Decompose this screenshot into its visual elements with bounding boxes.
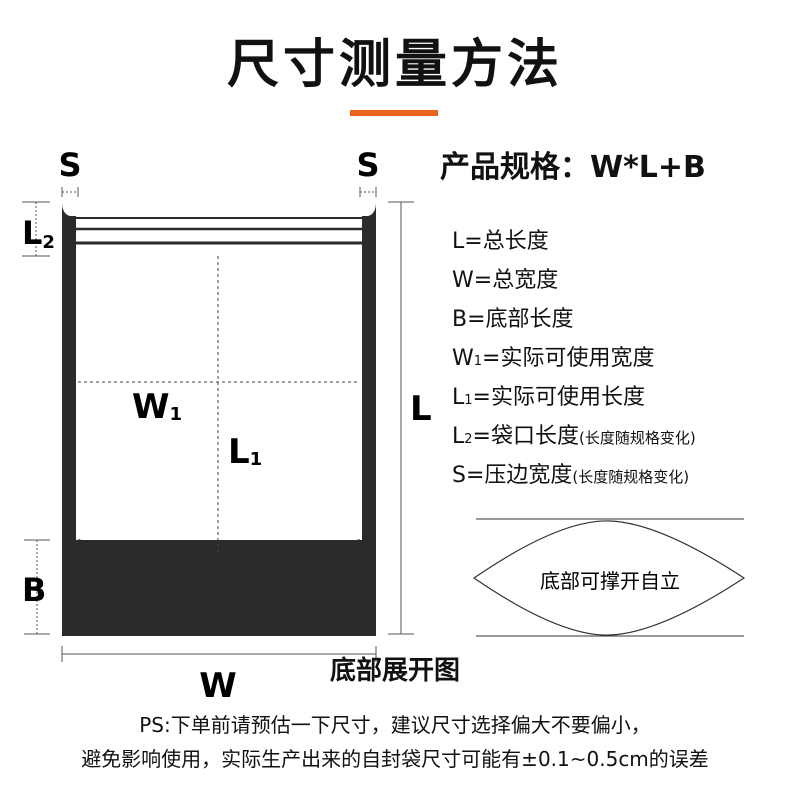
legend-text: =底部长度 (467, 307, 574, 332)
ps-note: PS:下单前请预估一下尺寸，建议尺寸选择偏大不要偏小， 避免影响使用，实际生产出… (0, 708, 790, 776)
legend-key: S (452, 463, 466, 488)
legend-note: (长度随规格变化) (578, 429, 696, 447)
bottom-shape-outline (472, 520, 746, 636)
label-l2: L2 (22, 214, 55, 253)
ps-line-1: PS:下单前请预估一下尺寸，建议尺寸选择偏大不要偏小， (139, 713, 651, 737)
legend-item: S=压边宽度(长度随规格变化) (452, 456, 696, 495)
legend-key: L (452, 424, 465, 449)
legend-item: W1=实际可使用宽度 (452, 339, 696, 378)
legend-key: W (452, 346, 474, 371)
legend-key-sub: 2 (464, 432, 473, 447)
label-w: W (199, 666, 237, 706)
bottom-shape-label: 底部可撑开自立 (540, 569, 680, 593)
label-s-right: S (356, 146, 379, 184)
page-title: 尺寸测量方法 (226, 35, 563, 95)
legend-text: =实际可使用宽度 (482, 346, 655, 371)
bag-bottom-gusset (76, 540, 362, 636)
ps-line-2: 避免影响使用，实际生产出来的自封袋尺寸可能有±0.1~0.5cm的误差 (81, 747, 709, 771)
legend-key: L (452, 229, 465, 254)
legend-text: =袋口长度 (472, 424, 579, 449)
legend-item: L1=实际可使用长度 (452, 378, 696, 417)
legend-text: =总宽度 (473, 268, 559, 293)
bag-inner (76, 216, 362, 540)
legend-key-sub: 1 (464, 393, 473, 408)
product-spec: 产品规格：W*L+B (440, 150, 706, 185)
legend-key: B (452, 307, 468, 332)
label-l1: L1 (228, 432, 262, 472)
legend-item: L2=袋口长度(长度随规格变化) (452, 417, 696, 456)
legend-key: W (452, 268, 474, 293)
label-b: B (22, 571, 46, 609)
legend-text: =总长度 (464, 229, 549, 254)
label-l: L (410, 389, 432, 429)
legend-item: L=总长度 (452, 222, 696, 261)
bottom-caption: 底部展开图 (329, 656, 460, 686)
legend-item: W=总宽度 (452, 261, 696, 300)
legend-item: B=底部长度 (452, 300, 696, 339)
bag-bottom-fold (77, 539, 361, 556)
legend-note: (长度随规格变化) (572, 468, 690, 486)
label-s-left: S (58, 146, 81, 184)
label-w1: W1 (132, 387, 182, 427)
legend-key: L (452, 385, 465, 410)
legend-text: =压边宽度 (465, 463, 573, 488)
legend-text: =实际可使用长度 (472, 385, 645, 410)
title-underline (350, 110, 438, 116)
legend-key-sub: 1 (473, 354, 483, 369)
